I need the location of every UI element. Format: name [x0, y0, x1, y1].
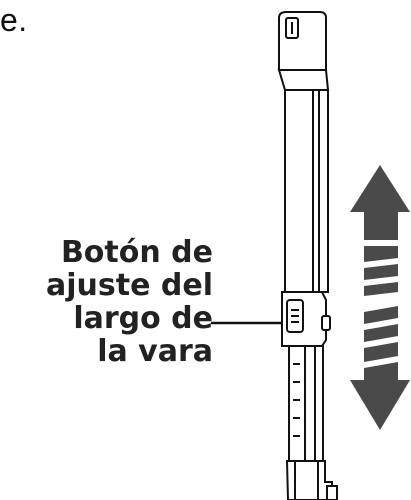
callout-line-1: Botón de	[60, 235, 213, 270]
arrow-up-icon	[350, 165, 410, 296]
arrow-down-icon	[350, 306, 410, 430]
wand-tube	[277, 11, 338, 500]
partial-instruction-text: e.	[0, 2, 28, 38]
callout-line-3: largo de	[73, 301, 213, 336]
callout-line-2: ajuste del	[46, 268, 213, 303]
length-notches	[293, 363, 300, 437]
adjust-button-label: Botón de ajuste del largo de la vara	[0, 236, 213, 368]
callout-line-4: la vara	[97, 334, 213, 369]
